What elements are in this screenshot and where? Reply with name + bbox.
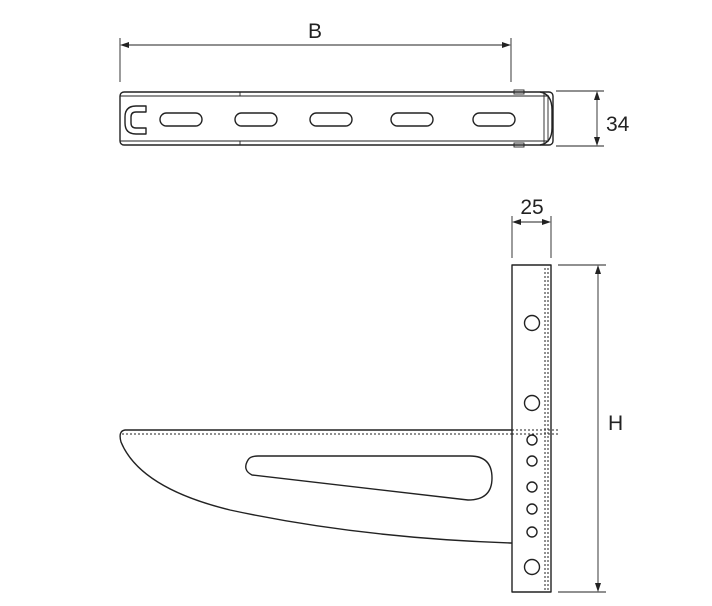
plate-holes bbox=[523, 314, 541, 576]
slot bbox=[390, 112, 434, 127]
mounting-hole bbox=[526, 503, 538, 515]
slot bbox=[159, 112, 203, 127]
arm-top-profile bbox=[119, 89, 554, 148]
slot bbox=[472, 112, 516, 127]
dimension-h: H bbox=[558, 264, 623, 593]
cantilever-arm bbox=[119, 429, 560, 544]
wall-plate bbox=[511, 264, 552, 593]
side-view: 25 H bbox=[119, 196, 623, 593]
top-view: B bbox=[119, 20, 630, 148]
dimension-b-label: B bbox=[308, 20, 322, 43]
dimension-34: 34 bbox=[556, 90, 630, 147]
dimension-34-label: 34 bbox=[606, 113, 630, 136]
slot bbox=[309, 112, 353, 127]
dimension-25-label: 25 bbox=[520, 196, 543, 219]
mounting-hole bbox=[523, 558, 541, 576]
dimension-h-label: H bbox=[608, 412, 623, 435]
mounting-hole bbox=[523, 314, 541, 332]
arm-cutout bbox=[245, 455, 493, 501]
slot bbox=[234, 112, 278, 127]
mounting-hole bbox=[526, 455, 538, 467]
dimension-b: B bbox=[119, 20, 512, 82]
arm-slots bbox=[159, 112, 516, 127]
mounting-hole bbox=[526, 481, 538, 493]
dimension-25: 25 bbox=[511, 196, 552, 258]
mounting-hole bbox=[526, 526, 538, 538]
hook-slot bbox=[124, 105, 147, 135]
mounting-hole bbox=[526, 434, 538, 446]
mounting-hole bbox=[523, 394, 541, 412]
